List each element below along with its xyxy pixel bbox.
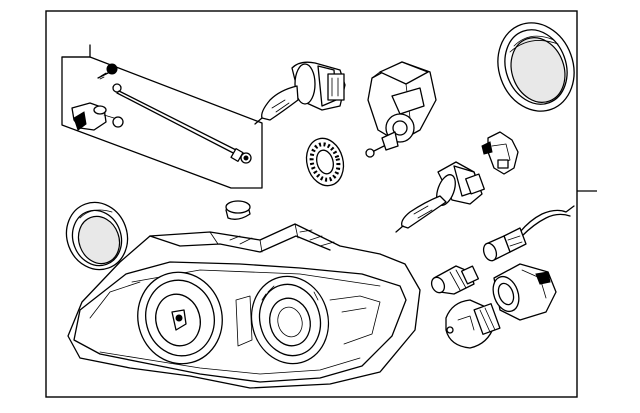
h7-high-beam-bulb xyxy=(395,161,485,233)
rear-cover-cap-large xyxy=(497,22,575,112)
mounting-bolt xyxy=(97,63,118,80)
adjuster-clip xyxy=(71,102,124,131)
h9-low-beam-bulb xyxy=(254,61,346,125)
diagram-frame xyxy=(45,10,578,398)
bulb-retaining-ring xyxy=(305,137,345,187)
headlamp-assembly xyxy=(67,223,421,389)
rubber-plug xyxy=(225,200,251,220)
side-marker-bulb xyxy=(430,265,480,295)
turn-signal-bulb xyxy=(445,299,501,349)
xenon-igniter-module xyxy=(365,61,437,158)
side-marker-socket-and-wiring xyxy=(482,205,575,262)
bulb-holder-clip xyxy=(481,131,519,175)
mounting-bracket-kit xyxy=(61,44,263,189)
adjuster-rod xyxy=(112,83,252,164)
turn-signal-socket xyxy=(492,263,557,321)
rear-cover-cap-left xyxy=(65,201,129,271)
